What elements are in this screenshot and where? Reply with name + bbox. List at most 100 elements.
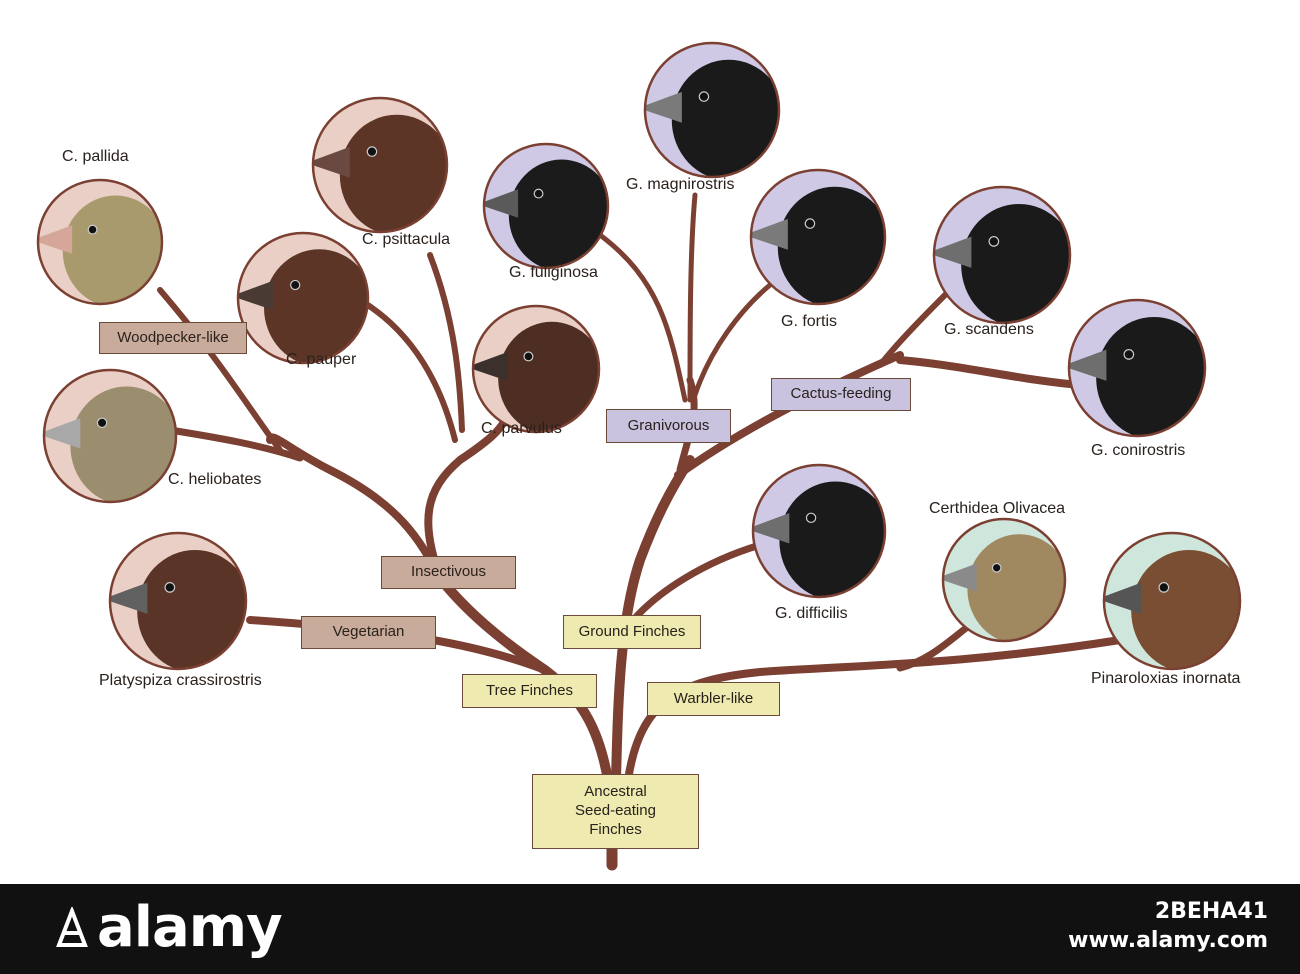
bird-eye-icon [290, 279, 301, 291]
insectivous-box: Insectivous [381, 556, 516, 589]
bird-eye-icon [991, 562, 1002, 573]
bird-beak-icon [38, 225, 73, 254]
finch-phylogeny-diagram [36, 41, 1242, 871]
insect-small-branch [424, 416, 509, 582]
portrait-ring [482, 142, 610, 270]
portrait-ring [751, 463, 887, 599]
bird-beak-icon [110, 582, 148, 614]
bird-beak-icon [238, 280, 274, 311]
label-g-conirostris: G. conirostris [1091, 442, 1186, 459]
bird-head-icon [339, 114, 447, 232]
species-portraits [36, 41, 1242, 671]
label-g-fuliginosa: G. fuliginosa [509, 264, 598, 281]
bird-beak-icon [753, 513, 790, 544]
portrait-ring [108, 531, 248, 671]
portrait-g-scandens [932, 185, 1072, 325]
label-c-psittacula: C. psittacula [362, 231, 451, 248]
portrait-ring [941, 517, 1067, 643]
image-id: 2BEHA41 [1154, 899, 1268, 924]
portrait-ring [932, 185, 1072, 325]
cactus-branch [674, 351, 904, 479]
bird-eye-icon [523, 351, 534, 362]
bird-eye-icon [87, 224, 98, 235]
label-c-pauper: C. pauper [286, 351, 357, 368]
brand-mark-icon [56, 907, 88, 947]
vegetarian-box: Vegetarian [301, 616, 436, 649]
ground-finches-branch [611, 455, 695, 785]
bird-head-icon [779, 481, 885, 597]
bird-head-icon [1131, 550, 1240, 669]
label-c-pallida: C. pallida [62, 148, 129, 165]
bird-eye-icon [96, 417, 108, 429]
label-g-difficilis: G. difficilis [775, 605, 848, 622]
bird-head-icon [498, 321, 599, 432]
fortis-branch [692, 282, 773, 398]
bird-beak-icon [1104, 582, 1142, 614]
pauper-branch [357, 297, 458, 443]
portrait-c-heliobates [42, 368, 178, 504]
watermark-id: 2BEHA41 www.alamy.com [1068, 898, 1268, 955]
bird-head-icon [70, 386, 176, 502]
bird-beak-icon [645, 91, 682, 123]
bird-eye-icon [805, 512, 817, 524]
woodpecker-branch [157, 287, 283, 453]
bird-eye-icon [804, 218, 816, 229]
bird-eye-icon [164, 582, 176, 593]
root-line-2: Seed-eating [575, 802, 656, 820]
bird-eye-icon [698, 91, 710, 102]
bird-beak-icon [44, 418, 81, 449]
label-g-fortis: G. fortis [781, 313, 838, 330]
portrait-ring [36, 178, 164, 306]
conirostris-branch [896, 356, 1084, 389]
bird-eye-icon [366, 146, 378, 157]
portrait-ring [1067, 298, 1207, 438]
bird-head-icon [1096, 317, 1205, 436]
portrait-c-pallida [36, 178, 164, 306]
label-certhidea: Certhidea Olivacea [929, 500, 1066, 517]
bird-head-icon [967, 534, 1065, 641]
insectivous-branch [266, 433, 444, 582]
granivorous-box: Granivorous [606, 409, 731, 443]
portrait-ring [236, 231, 370, 365]
bird-beak-icon [751, 218, 788, 250]
root-ancestral-box: Ancestral Seed-eating Finches [532, 774, 699, 849]
bird-head-icon [961, 204, 1070, 323]
bird-eye-icon [1123, 349, 1135, 360]
bird-beak-icon [473, 351, 508, 381]
portrait-g-fuliginosa [482, 142, 610, 270]
portrait-platyspiza-crassirostris [108, 531, 248, 671]
site-url: www.alamy.com [1068, 927, 1268, 953]
portrait-g-magnirostris [643, 41, 781, 179]
certhidea-branch [896, 621, 974, 672]
portrait-g-fortis [749, 168, 887, 306]
psittacula-branch [427, 252, 465, 433]
root-line-1: Ancestral [584, 783, 647, 801]
portrait-ring [471, 304, 601, 434]
bird-head-icon [671, 59, 779, 177]
bird-head-icon [777, 186, 885, 304]
portrait-ring [749, 168, 887, 306]
brand-name: alamy [97, 894, 283, 960]
woodpecker-like-box: Woodpecker-like [99, 322, 247, 354]
label-platyspiza: Platyspiza crassirostris [99, 672, 262, 689]
portrait-g-difficilis [751, 463, 887, 599]
ground-finches-box: Ground Finches [563, 615, 701, 649]
portrait-ring [311, 96, 449, 234]
portrait-c-pauper [236, 231, 370, 365]
portrait-c-parvulus [471, 304, 601, 434]
magnirostris-branch [687, 192, 698, 403]
bird-beak-icon [943, 563, 977, 592]
label-c-heliobates: C. heliobates [168, 471, 262, 488]
bird-eye-icon [1158, 582, 1170, 593]
root-line-3: Finches [589, 820, 642, 838]
bird-eye-icon [533, 188, 544, 199]
warbler-like-box: Warbler-like [647, 682, 780, 716]
bird-head-icon [264, 249, 368, 363]
label-pinaroloxias: Pinaroloxias inornata [1091, 670, 1241, 687]
label-g-magnirostris: G. magnirostris [626, 176, 735, 193]
portrait-ring [42, 368, 178, 504]
heliobates-branch [166, 426, 304, 462]
bird-beak-icon [484, 189, 519, 218]
portrait-pinaroloxias-inornata [1102, 531, 1242, 671]
bird-beak-icon [934, 236, 972, 268]
